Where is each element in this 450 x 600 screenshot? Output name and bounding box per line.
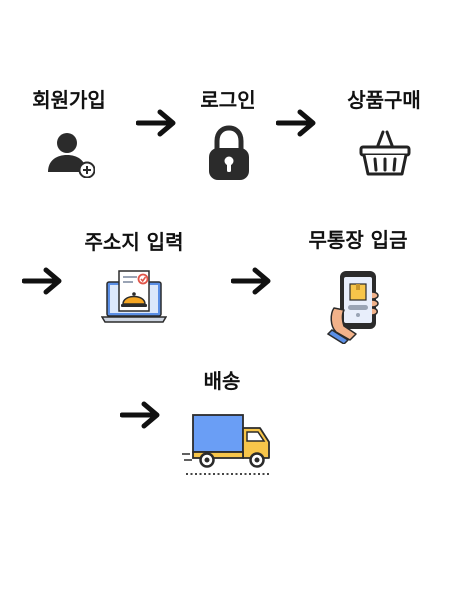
delivery-truck-icon <box>182 414 270 475</box>
arrow-right-icon <box>231 267 271 295</box>
step-label-login: 로그인 <box>200 88 256 112</box>
arrow-right-icon <box>120 401 160 429</box>
step-label-delivery: 배송 <box>203 369 241 393</box>
shopping-basket-icon <box>359 130 411 176</box>
lock-icon <box>209 125 249 180</box>
user-add-icon <box>48 133 95 178</box>
step-label-deposit: 무통장 입금 <box>308 228 408 252</box>
phone-payment-icon <box>326 271 379 344</box>
laptop-order-icon <box>101 270 167 323</box>
arrow-right-icon <box>276 109 316 137</box>
step-label-signup: 회원가입 <box>32 88 106 112</box>
step-label-purchase: 상품구매 <box>347 88 421 112</box>
step-label-address: 주소지 입력 <box>84 230 184 254</box>
arrow-right-icon <box>136 109 176 137</box>
arrow-right-icon <box>22 267 62 295</box>
